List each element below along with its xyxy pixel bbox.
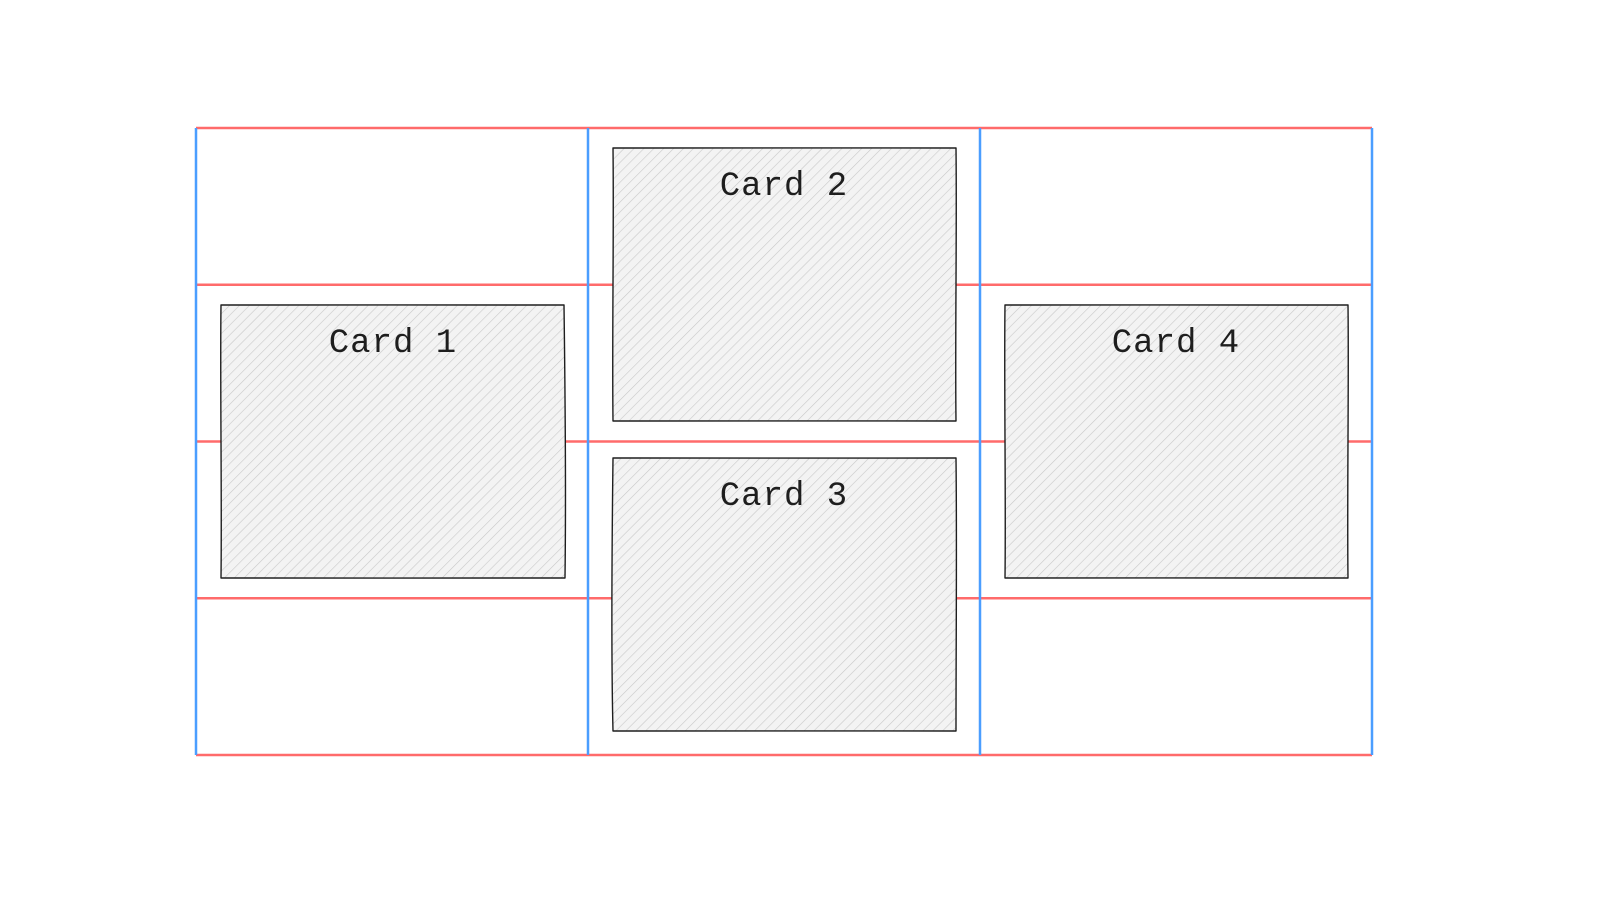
card-4-box bbox=[1004, 304, 1349, 579]
card-1[interactable]: Card 1 bbox=[220, 304, 567, 579]
card-4[interactable]: Card 4 bbox=[1004, 304, 1349, 579]
card-3[interactable]: Card 3 bbox=[611, 457, 958, 732]
card-2-label: Card 2 bbox=[720, 168, 848, 206]
card-1-label: Card 1 bbox=[329, 325, 457, 363]
card-2[interactable]: Card 2 bbox=[612, 147, 957, 422]
card-2-box bbox=[612, 147, 957, 422]
card-1-box bbox=[220, 304, 567, 579]
card-3-label: Card 3 bbox=[720, 478, 848, 516]
card-4-label: Card 4 bbox=[1112, 325, 1240, 363]
card-3-box bbox=[611, 457, 958, 732]
